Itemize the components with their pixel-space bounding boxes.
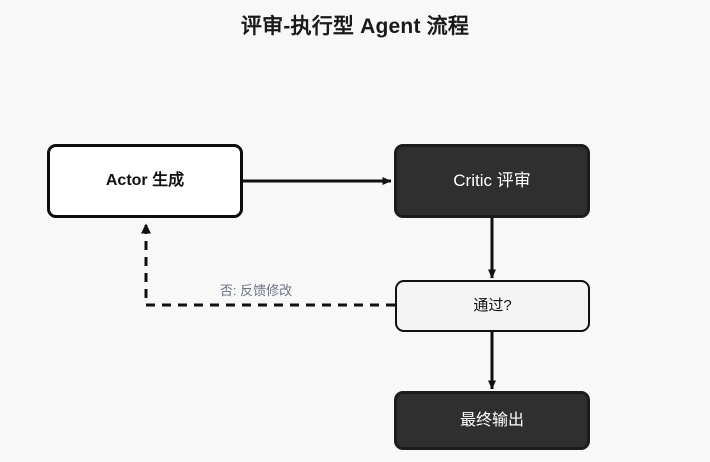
- node-critic-label: Critic 评审: [453, 171, 531, 191]
- page-title: 评审-执行型 Agent 流程: [240, 15, 470, 38]
- node-final-label: 最终输出: [459, 411, 524, 429]
- node-actor[interactable]: Actor 生成: [47, 144, 243, 218]
- node-final-output[interactable]: 最终输出: [394, 391, 590, 450]
- node-critic[interactable]: Critic 评审: [394, 144, 590, 218]
- node-decision-label: 通过?: [473, 296, 512, 314]
- edge-label-feedback: 否: 反馈修改: [219, 283, 293, 298]
- node-actor-label: Actor 生成: [105, 172, 185, 189]
- node-decision-pass[interactable]: 通过?: [395, 280, 590, 332]
